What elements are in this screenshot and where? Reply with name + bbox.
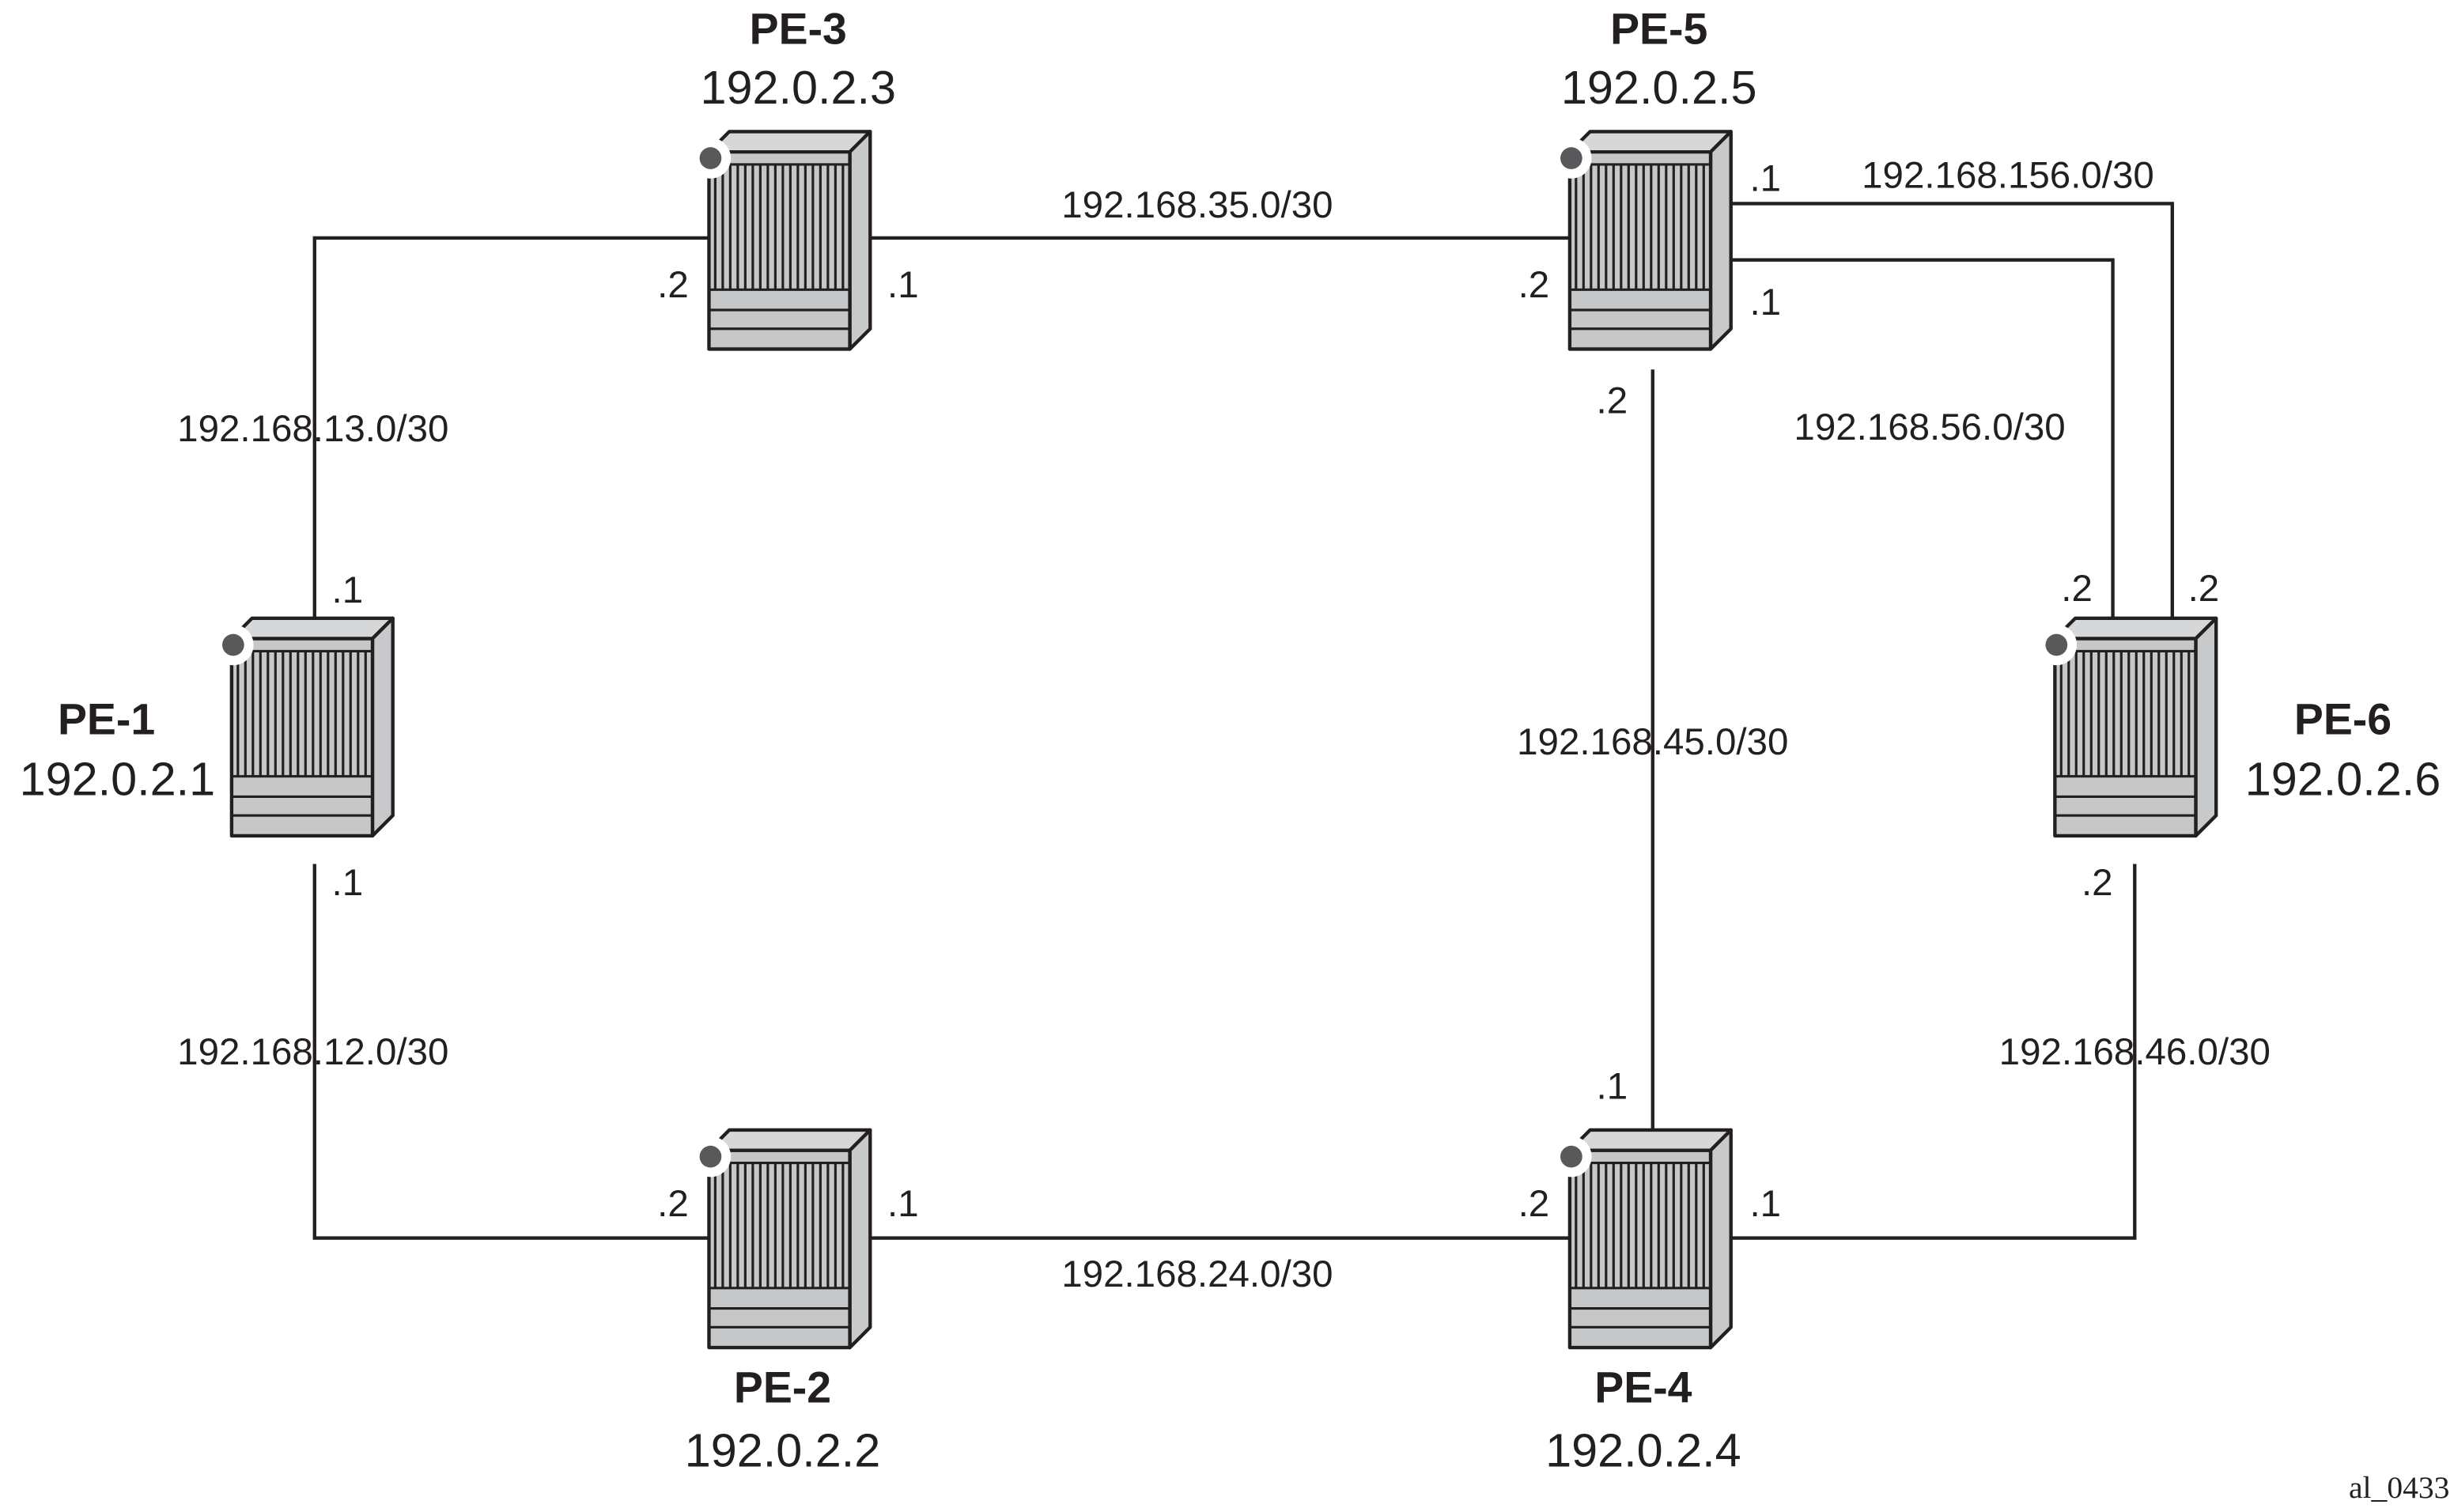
interface-label: .1	[1597, 1065, 1628, 1107]
interface-label: .2	[1518, 264, 1550, 306]
node-ip-pe4: 192.0.2.4	[1545, 1423, 1741, 1476]
figure-id: al_0433	[2349, 1470, 2449, 1505]
subnet-label: 192.168.46.0/30	[1999, 1031, 2271, 1073]
interface-label: .2	[2082, 862, 2113, 904]
interface-label: .1	[1749, 282, 1781, 323]
subnet-label: 192.168.35.0/30	[1061, 184, 1333, 226]
node-ip-pe2: 192.0.2.2	[685, 1423, 881, 1476]
status-dot-icon	[2045, 633, 2068, 656]
interface-label: .1	[332, 862, 364, 904]
routers	[213, 130, 2218, 1350]
status-dot-icon	[222, 633, 244, 656]
interface-label: .1	[887, 264, 919, 306]
status-dot-icon	[699, 147, 722, 169]
node-name-pe1: PE-1	[58, 694, 155, 743]
interface-label: .2	[657, 264, 689, 306]
router-icon-pe2	[690, 1128, 872, 1350]
interface-label: .2	[2188, 568, 2220, 610]
node-name-pe2: PE-2	[734, 1363, 831, 1412]
link-pe1-pe3	[312, 236, 709, 639]
interface-label: .1	[1749, 1183, 1781, 1225]
interface-label: .2	[1597, 380, 1628, 422]
subnet-label: 192.168.24.0/30	[1061, 1253, 1333, 1295]
subnet-label: 192.168.156.0/30	[1862, 155, 2154, 197]
node-ip-pe3: 192.0.2.3	[700, 61, 896, 114]
router-icon-pe3	[690, 130, 872, 351]
status-dot-icon	[1560, 147, 1582, 169]
node-ip-pe5: 192.0.2.5	[1561, 61, 1757, 114]
subnet-label: 192.168.56.0/30	[1794, 406, 2065, 448]
node-name-pe6: PE-6	[2294, 694, 2392, 743]
node-ip-pe1: 192.0.2.1	[20, 752, 216, 805]
router-icon-pe4	[1551, 1128, 1733, 1350]
node-name-pe3: PE-3	[750, 5, 847, 54]
subnet-label: 192.168.12.0/30	[177, 1031, 448, 1073]
router-icon-pe1	[213, 616, 395, 838]
interface-label: .2	[2061, 568, 2093, 610]
link-pe5-pe6-156	[1721, 202, 2174, 629]
subnet-label: 192.168.45.0/30	[1517, 721, 1788, 763]
link-pe5-pe6-56	[1721, 258, 2115, 639]
link-pe1-pe2	[312, 864, 709, 1240]
interface-label: .1	[1749, 158, 1781, 200]
interface-label: .2	[657, 1183, 689, 1225]
node-name-pe5: PE-5	[1610, 5, 1707, 54]
router-icon-pe5	[1551, 130, 1733, 351]
interface-label: .1	[332, 569, 364, 611]
router-icon-pe6	[2036, 616, 2218, 838]
status-dot-icon	[1560, 1145, 1582, 1168]
node-ip-pe6: 192.0.2.6	[2245, 752, 2441, 805]
interface-label: .2	[1518, 1183, 1550, 1225]
status-dot-icon	[699, 1145, 722, 1168]
node-name-pe4: PE-4	[1594, 1363, 1692, 1412]
subnet-label: 192.168.13.0/30	[177, 408, 448, 450]
interface-label: .1	[887, 1183, 919, 1225]
links	[312, 202, 2174, 1240]
link-pe6-pe4	[1730, 864, 2137, 1240]
